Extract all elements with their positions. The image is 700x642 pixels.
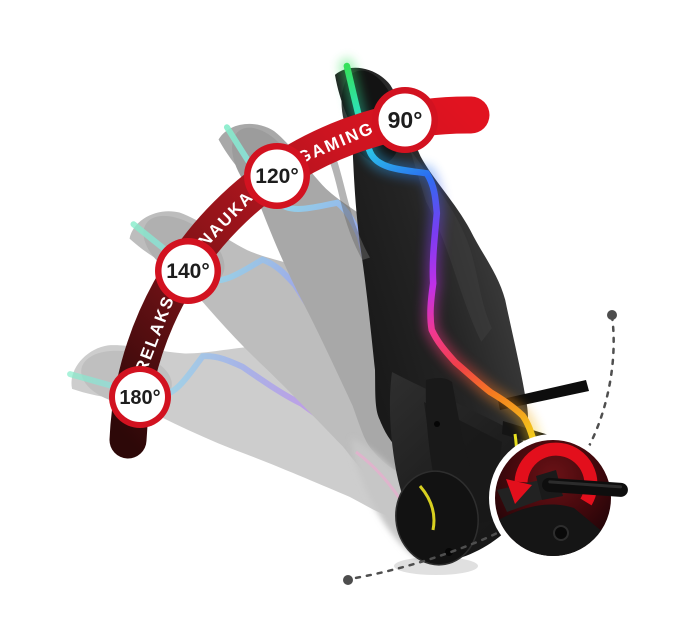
arrow-head xyxy=(506,479,532,504)
angle-badge-140: 140° xyxy=(155,238,221,304)
badge-label: 120° xyxy=(255,165,298,188)
lever-detail-inset xyxy=(489,434,628,562)
armrest-bracket xyxy=(425,377,470,479)
dashed-arc xyxy=(348,314,615,581)
main-chair-edge-light xyxy=(323,144,370,260)
badge-label: 180° xyxy=(119,387,160,409)
badge-face xyxy=(378,93,432,147)
mechanism-hole xyxy=(553,525,569,541)
badge-face xyxy=(250,149,304,203)
recline-mechanism-pod xyxy=(395,470,479,566)
armrest-bar-top xyxy=(498,380,589,410)
badge-face xyxy=(115,372,165,422)
badge-label: 140° xyxy=(166,260,209,283)
dashed-guide xyxy=(343,310,617,585)
angle-badge-120: 120° xyxy=(244,143,310,209)
yellow-piping-left xyxy=(418,485,436,531)
guide-dot-bottom xyxy=(343,575,353,585)
recline-lever xyxy=(542,477,628,497)
guide-dot-top xyxy=(607,310,617,320)
lever-highlight xyxy=(548,480,623,489)
mechanism-body xyxy=(495,504,610,556)
angle-badge-90: 90° xyxy=(372,87,438,153)
seat-shadow xyxy=(394,557,478,575)
badge-label: 90° xyxy=(388,107,423,133)
angle-badge-180: 180° xyxy=(109,366,171,428)
bracket-bolt-hole xyxy=(434,421,440,427)
pod-bolt-hole xyxy=(445,548,453,556)
badge-face xyxy=(161,244,215,298)
